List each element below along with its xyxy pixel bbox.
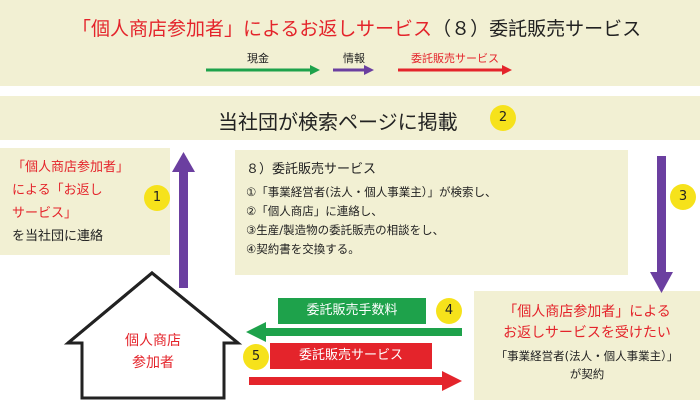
legend-consign-label: 委託販売サービス (411, 52, 499, 65)
middle-item-4: ④契約書を交換する。 (246, 242, 360, 256)
left-line-3: サービス」 (12, 206, 78, 221)
middle-description: ８）委託販売サービス ①「事業経営者(法人・個人事業主）」が検索し、 ②「個人商… (246, 160, 497, 259)
bottom-right-line-1: 「個人商店参加者」による (503, 304, 671, 320)
page-title: 「個人商店参加者」によるお返しサービス（８）委託販売サービス (72, 14, 641, 41)
header-panel (0, 0, 700, 86)
banner-text: 当社団が検索ページに掲載 (218, 110, 458, 134)
left-line-2: による「お返し (12, 183, 103, 198)
title-red-part: 「個人商店参加者」によるお返しサービス (72, 18, 433, 40)
fee-arrow (246, 322, 462, 342)
bottom-right-line-2: お返しサービスを受けたい (503, 325, 671, 341)
step-badge-5: 5 (243, 344, 269, 370)
legend-cash-label: 現金 (247, 52, 269, 65)
banner-panel (0, 96, 700, 140)
left-panel (0, 148, 170, 255)
middle-item-2: ②「個人商店」に連絡し、 (246, 204, 383, 218)
left-line-1: 「個人商店参加者」 (12, 160, 130, 175)
house-label: 個人商店 参加者 (108, 330, 198, 374)
step-badge-2: 2 (490, 105, 516, 131)
house-icon (63, 271, 243, 400)
middle-panel (235, 150, 628, 275)
legend-info-label: 情報 (343, 52, 365, 65)
legend-consign-arrow (398, 65, 512, 75)
left-line-4: を当社団に連絡 (12, 229, 104, 244)
legend-info-arrow (333, 65, 374, 75)
middle-item-3: ③生産/製造物の委託販売の相談をし、 (246, 223, 445, 237)
step-badge-4: 4 (436, 298, 462, 324)
service-arrow (249, 371, 462, 391)
bottom-right-description: 「個人商店参加者」による お返しサービスを受けたい 「事業経営者(法人・個人事業… (474, 302, 700, 383)
fee-label-box: 委託販売手数料 (278, 298, 426, 324)
left-description: 「個人商店参加者」 による「お返し サービス」 を当社団に連絡 (12, 156, 129, 248)
service-label-box: 委託販売サービス (270, 343, 432, 369)
bottom-right-panel (474, 291, 700, 400)
title-rest-part: （８）委託販売サービス (432, 18, 642, 40)
house-line-1: 個人商店 (125, 333, 181, 349)
legend-cash-arrow (206, 65, 320, 75)
middle-item-1: ①「事業経営者(法人・個人事業主）」が検索し、 (246, 185, 497, 199)
bottom-right-line-3: 「事業経営者(法人・個人事業主）」 (495, 349, 679, 363)
info-up-arrow (172, 152, 195, 288)
step-badge-3: 3 (670, 184, 696, 210)
house-line-2: 参加者 (132, 355, 174, 371)
info-down-arrow (650, 156, 673, 293)
middle-title: ８）委託販売サービス (246, 162, 377, 177)
bottom-right-line-4: が契約 (569, 367, 605, 381)
step-badge-1: 1 (144, 185, 170, 211)
